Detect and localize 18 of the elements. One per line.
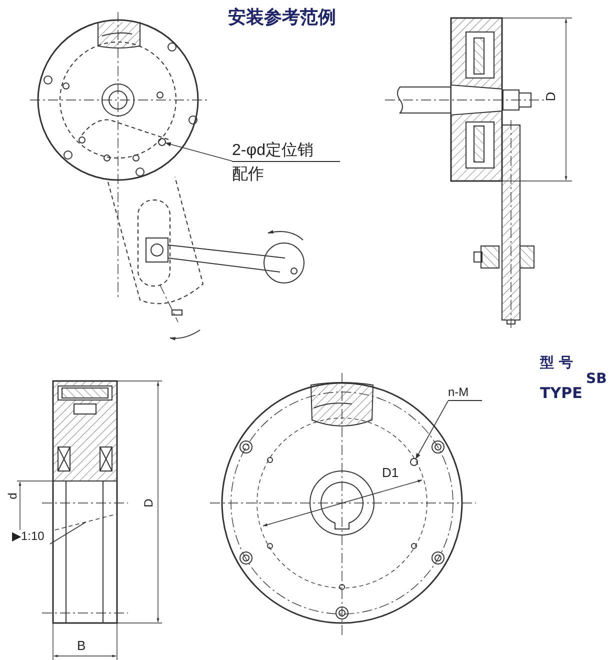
leader-line [165,142,232,162]
type-label: 型 号 [540,356,573,370]
pin-hole [410,458,418,466]
dimension-label: D1 [382,466,399,479]
note-text: 配作 [232,167,265,183]
type-label: TYPE [540,386,582,401]
taper-label: ▶1:10 [12,530,44,542]
dimension-label: d [6,492,18,500]
callout-text: 2-φd定位销 [232,143,340,162]
type-label: SB [586,372,607,386]
dimension-label: B [77,639,86,652]
title: 安装参考范例 [228,9,336,27]
leader-line [416,400,448,459]
callout-text: n-M [448,386,482,401]
dimension-label: D [142,498,154,508]
pin-hole [158,138,166,146]
dimension-label: D [544,92,558,102]
leader-line [50,522,86,544]
